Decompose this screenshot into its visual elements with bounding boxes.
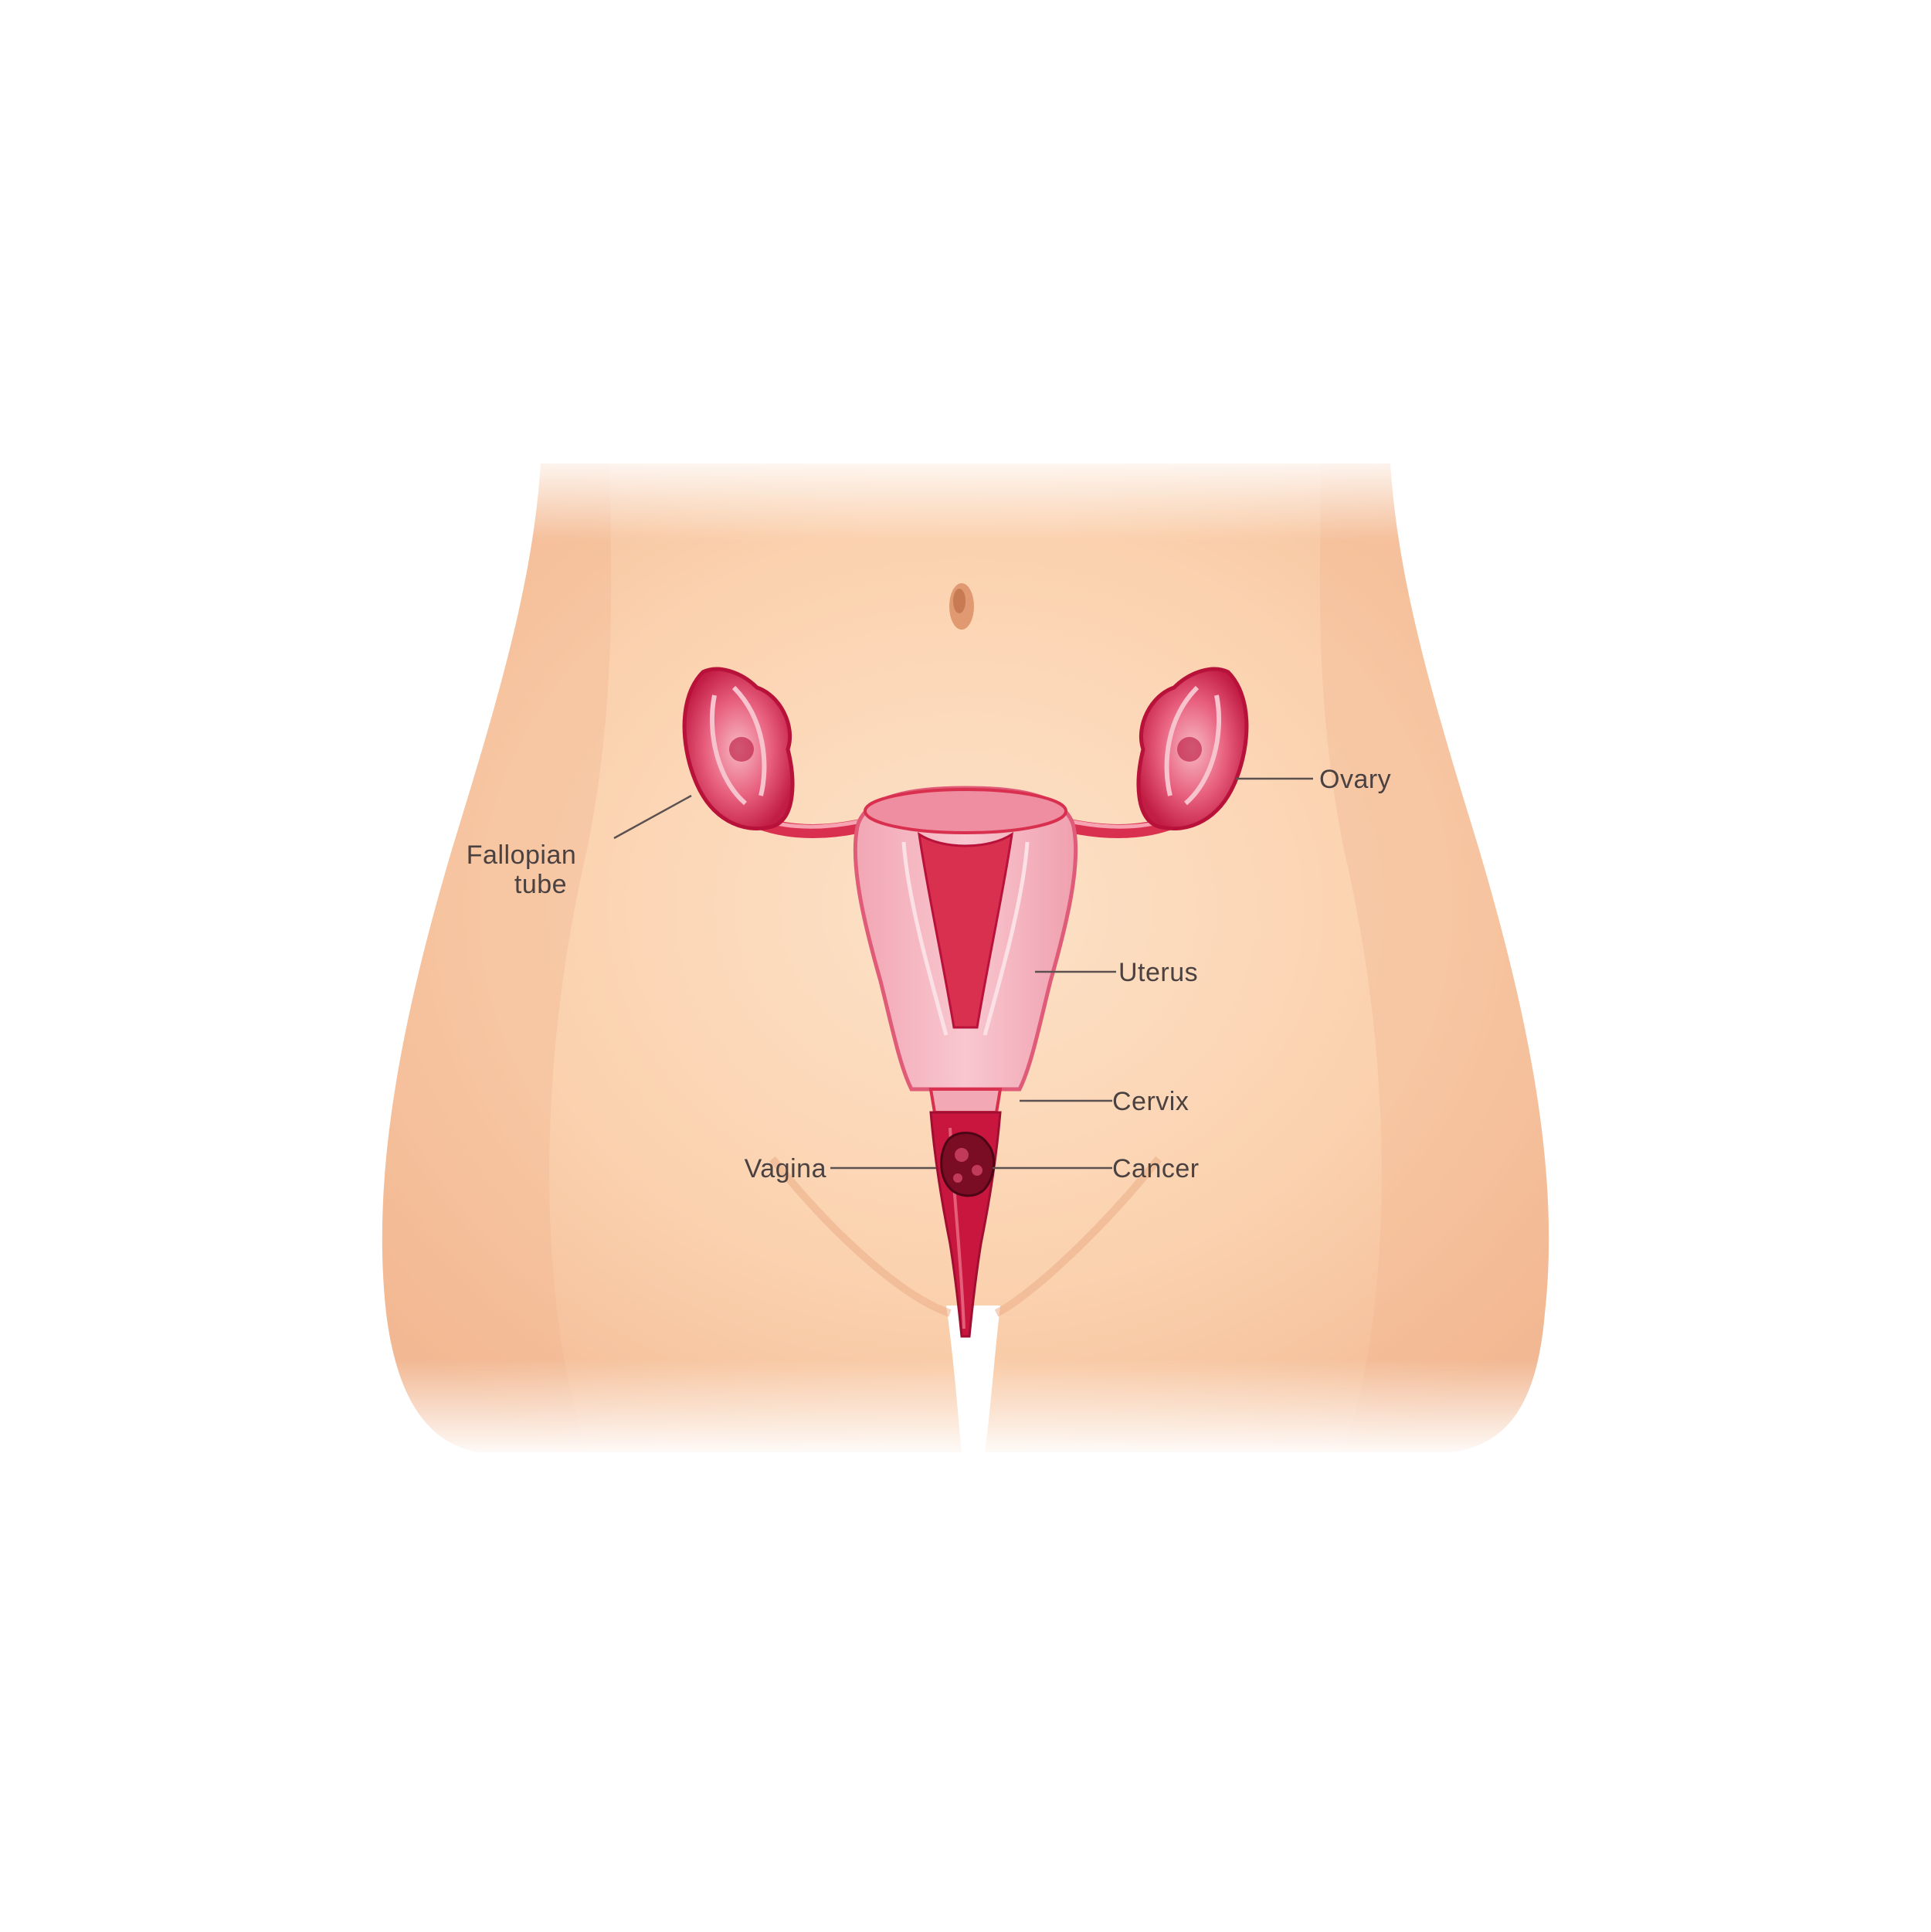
torso-right-shadow bbox=[1319, 463, 1549, 1452]
cancer-label: Cancer bbox=[1112, 1154, 1200, 1183]
right-thigh-crease bbox=[994, 1156, 1162, 1317]
fallopian-tube-leader bbox=[613, 794, 692, 840]
bottom-fade bbox=[0, 1360, 1931, 1460]
vagina-label: Vagina bbox=[745, 1154, 826, 1183]
tumor-nodule bbox=[972, 1165, 982, 1176]
tumor-nodule bbox=[955, 1148, 969, 1162]
right-ovary-detail bbox=[1164, 685, 1221, 806]
right-follicle bbox=[1177, 737, 1202, 762]
left-ovary-detail bbox=[710, 685, 767, 806]
navel-highlight bbox=[953, 589, 966, 613]
cervix-label: Cervix bbox=[1112, 1087, 1189, 1116]
uterus-label: Uterus bbox=[1118, 958, 1198, 987]
reproductive-organs bbox=[682, 667, 1249, 1338]
fallopian-tube-label: Fallopian tube bbox=[467, 840, 584, 899]
uterus-fundus bbox=[864, 788, 1067, 834]
uterine-lining bbox=[901, 841, 1030, 1036]
left-thigh-crease bbox=[769, 1156, 952, 1317]
left-follicle bbox=[729, 737, 754, 762]
top-fade bbox=[0, 448, 1931, 541]
tumor bbox=[940, 1131, 996, 1197]
fallopian-tube-label-line2: tube bbox=[514, 870, 567, 899]
fallopian-tube-label-line1: Fallopian bbox=[467, 840, 576, 870]
torso-left-shadow bbox=[382, 463, 612, 1452]
ovary-label: Ovary bbox=[1319, 765, 1391, 794]
leader-lines bbox=[613, 777, 1313, 1170]
tumor-nodule bbox=[953, 1173, 962, 1183]
labels: Fallopian tube Ovary Uterus Cervix Vagin… bbox=[467, 765, 1391, 1183]
uterine-cavity bbox=[918, 831, 1013, 1029]
cervix bbox=[928, 1088, 1003, 1114]
